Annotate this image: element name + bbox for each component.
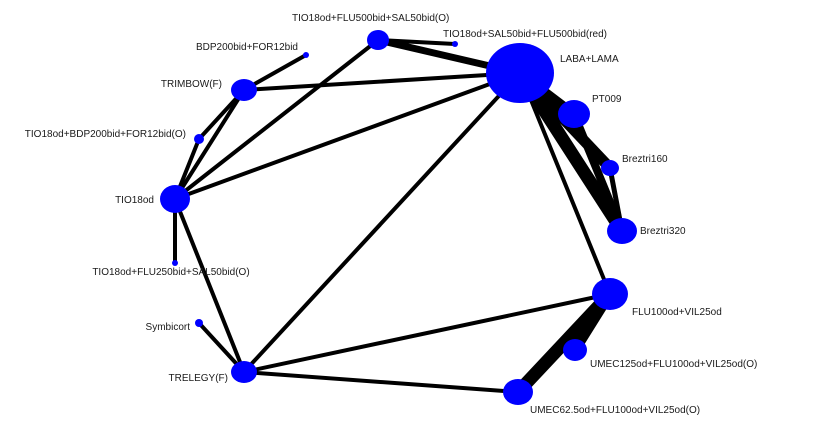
label-trimbow: TRIMBOW(F) <box>161 79 222 90</box>
node-breztri160 <box>601 160 619 176</box>
label-tio_bdp: TIO18od+BDP200bid+FOR12bid(O) <box>25 129 186 140</box>
label-tio_flu500: TIO18od+FLU500bid+SAL50bid(O) <box>292 13 449 24</box>
label-tio_sal_red: TIO18od+SAL50bid+FLU500bid(red) <box>443 29 607 40</box>
node-pt009 <box>558 100 590 128</box>
edge-tio_flu500-tio_sal_red <box>376 38 457 46</box>
edge-laba_lama-trimbow <box>242 71 522 92</box>
node-umec125 <box>563 339 587 361</box>
label-tio_flu250: TIO18od+FLU250bid+SAL50bid(O) <box>92 267 249 278</box>
node-bdp_for <box>303 52 309 58</box>
label-umec125: UMEC125od+FLU100od+VIL25od(O) <box>590 359 757 370</box>
node-breztri320 <box>607 218 637 244</box>
node-tio_flu500 <box>367 30 389 50</box>
label-trelegy: TRELEGY(F) <box>169 373 228 384</box>
edge-laba_lama-breztri320 <box>513 66 629 238</box>
label-pt009: PT009 <box>592 94 622 105</box>
node-trelegy <box>231 361 257 383</box>
node-tio_flu250 <box>172 260 178 266</box>
node-umec62 <box>503 379 533 405</box>
edge-laba_lama-flu100_vil25 <box>518 71 612 296</box>
node-symbicort <box>195 319 203 327</box>
node-trimbow <box>231 79 257 101</box>
edge-laba_lama-trelegy <box>242 71 522 374</box>
labels-layer: LABA+LAMA PT009Breztri160Breztri320FLU100… <box>25 13 758 416</box>
edge-tio_flu500-tio18 <box>173 38 380 201</box>
edge-trelegy-tio18 <box>173 197 246 374</box>
edges-layer <box>173 36 629 399</box>
edge-flu100_vil25-trelegy <box>242 292 612 374</box>
edge-flu100_vil25-umec62 <box>511 287 617 399</box>
node-tio_sal_red <box>452 41 458 47</box>
node-laba_lama <box>486 43 554 103</box>
label-tio18: TIO18od <box>115 195 154 206</box>
node-tio_bdp <box>194 134 204 144</box>
label-symbicort: Symbicort <box>146 322 191 333</box>
label-breztri160: Breztri160 <box>622 154 668 165</box>
label-flu100_vil25: FLU100od+VIL25od <box>632 307 722 318</box>
label-breztri320: Breztri320 <box>640 226 686 237</box>
edge-umec62-trelegy <box>242 370 520 394</box>
label-umec62: UMEC62.5od+FLU100od+VIL25od(O) <box>530 405 700 416</box>
label-bdp_for: BDP200bid+FOR12bid <box>196 42 298 53</box>
node-tio18 <box>160 185 190 213</box>
edge-tio18-trimbow <box>173 88 246 201</box>
edge-pt009-breztri320 <box>570 110 626 235</box>
edge-laba_lama-tio18 <box>173 71 522 201</box>
node-flu100_vil25 <box>592 278 628 310</box>
nodes-layer <box>160 30 637 405</box>
label-laba_lama: LABA+LAMA <box>560 54 619 65</box>
